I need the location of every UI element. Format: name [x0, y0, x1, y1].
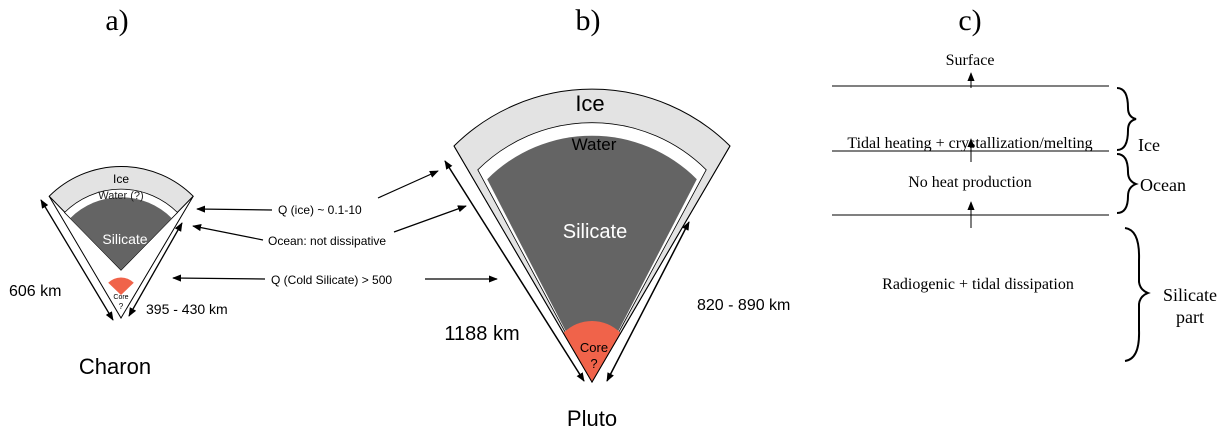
silicate-process-label: Radiogenic + tidal dissipation: [882, 276, 1074, 293]
charon-silicate-radius-label: 395 - 430 km: [146, 301, 228, 317]
pluto-radius-arrow: [444, 160, 585, 382]
q-silicate-label: Q (Cold Silicate) > 500: [271, 273, 392, 287]
ice-process-label: Tidal heating + crystallization/melting: [847, 135, 1092, 152]
ocean-process-label: No heat production: [908, 174, 1032, 191]
panel-c-label: c): [958, 4, 981, 37]
charon-ice-label: Ice: [113, 172, 129, 186]
pluto-water-label: Water: [572, 135, 617, 154]
pluto-radius-label: 1188 km: [444, 323, 519, 345]
panel-b: b) Ice Water Silicate Core ? 1188 km 820…: [444, 4, 790, 431]
silicate-brace-label: Silicate: [1163, 285, 1217, 305]
charon-core-question: ?: [119, 302, 124, 311]
panel-b-label: b): [576, 4, 601, 37]
ice-brace: [1116, 87, 1137, 151]
pluto-core-label: Core: [580, 340, 608, 355]
charon-core-label: Core: [113, 294, 128, 301]
pluto-core-question: ?: [590, 356, 597, 371]
charon-core: [108, 277, 134, 295]
pluto-silicate-radius-label: 820 - 890 km: [697, 297, 790, 314]
charon-silicate-radius-arrow: [128, 222, 183, 317]
panel-a-label: a): [105, 4, 128, 37]
ocean-brace-label: Ocean: [1140, 175, 1186, 195]
panel-c: c) Surface Tidal heating + crystallizati…: [832, 4, 1217, 362]
charon-radius-arrow: [40, 199, 114, 321]
q-ice-right-arrow: [377, 170, 439, 199]
pluto-ice-label: Ice: [575, 91, 604, 116]
ocean-brace: [1116, 153, 1139, 214]
charon-radius-label: 606 km: [9, 283, 61, 300]
pluto-name: Pluto: [567, 406, 617, 431]
pluto-silicate-label: Silicate: [563, 221, 627, 243]
panel-a: a) Ice Water (?) Silicate Core ? 606 km …: [9, 4, 228, 379]
q-silicate-left-arrow: [172, 274, 266, 282]
charon-silicate-label: Silicate: [102, 231, 147, 247]
silicate-brace: [1124, 227, 1151, 362]
pluto-silicate-radius-arrow: [606, 221, 690, 382]
surface-label: Surface: [946, 52, 995, 69]
ice-brace-label: Ice: [1138, 135, 1160, 155]
silicate-brace-label-part: part: [1176, 307, 1204, 327]
charon-water-label: Water (?): [98, 190, 143, 202]
q-ice-left-arrow: [196, 205, 273, 213]
ocean-left-arrow: [192, 224, 264, 241]
dissipation-annotations: Q (ice) ~ 0.1-10 Ocean: not dissipative …: [172, 170, 498, 287]
ocean-label: Ocean: not dissipative: [268, 234, 386, 248]
charon-name: Charon: [79, 354, 151, 379]
ocean-right-arrow: [393, 205, 467, 233]
q-ice-label: Q (ice) ~ 0.1-10: [278, 203, 362, 217]
